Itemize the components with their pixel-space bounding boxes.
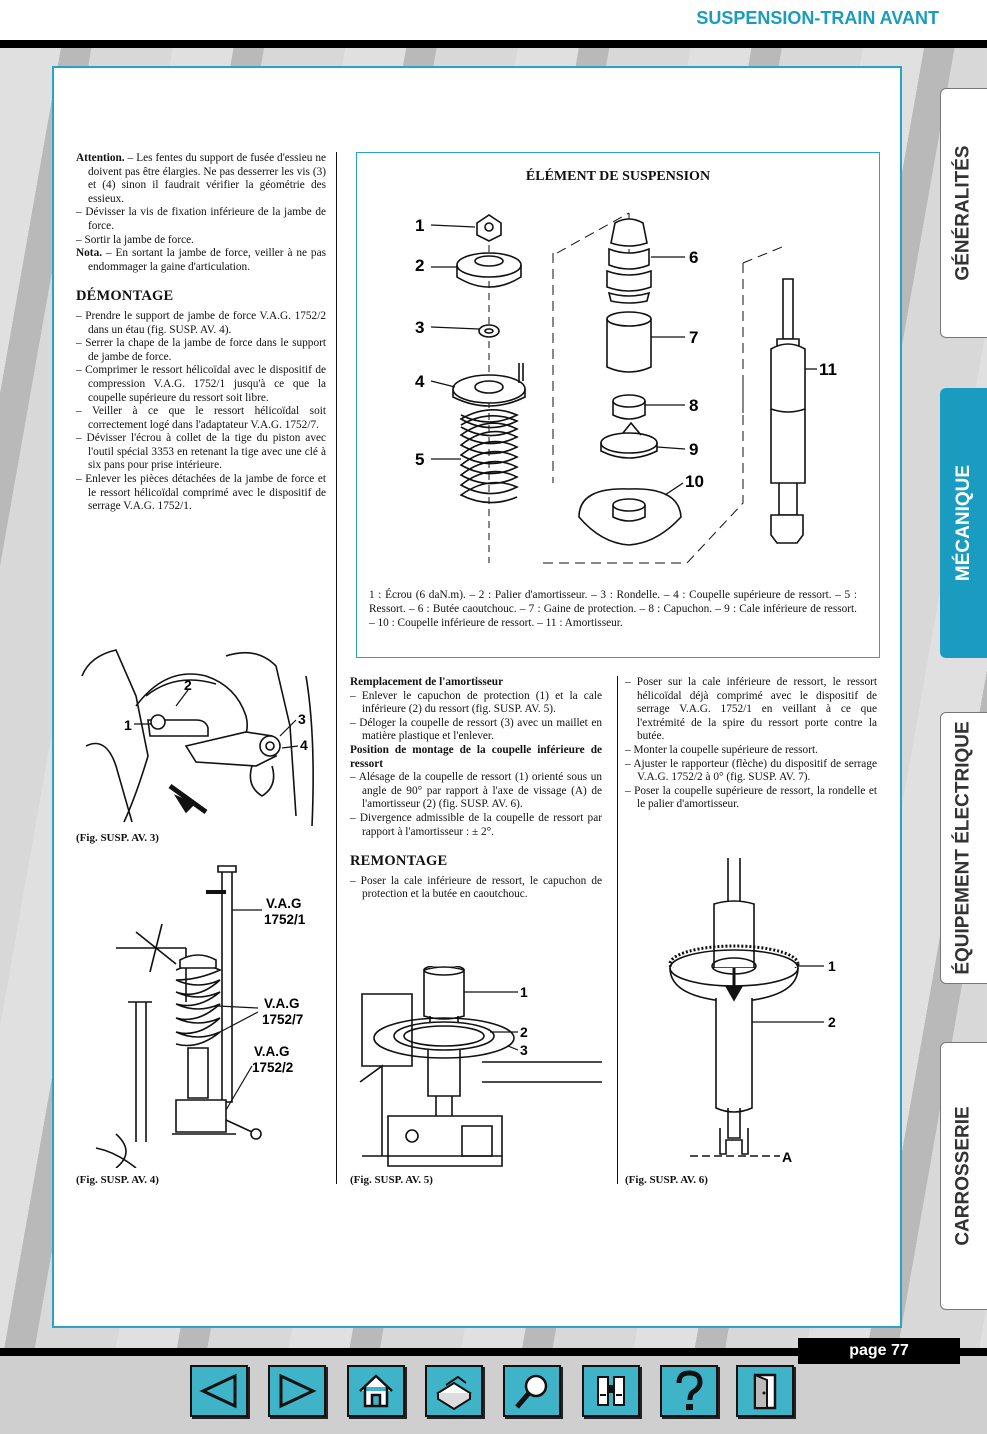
heading-remontage: REMONTAGE — [350, 853, 448, 870]
tab-equipement-electrique[interactable]: ÉQUIPEMENT ÉLECTRIQUE — [940, 712, 987, 984]
fig3-label-4: 4 — [300, 737, 308, 753]
label-3: 3 — [415, 318, 424, 337]
exit-button[interactable] — [736, 1365, 794, 1417]
label-11: 11 — [819, 360, 837, 379]
figure-susp-av-4: V.A.G 1752/1 V.A.G 1752/7 V.A.G 1752/2 — [95, 865, 306, 1168]
fig5-caption: (Fig. SUSP. AV. 5) — [350, 1174, 433, 1186]
previous-button[interactable] — [190, 1365, 248, 1417]
subheading-position: Position de montage de la coupelle infér… — [350, 743, 602, 770]
tab-mecanique[interactable]: MÉCANIQUE — [940, 388, 987, 658]
fig3-caption: (Fig. SUSP. AV. 3) — [76, 832, 159, 844]
heading-demontage: DÉMONTAGE — [76, 288, 174, 305]
tab-generalites[interactable]: GÉNÉRALITÉS — [940, 88, 987, 338]
fig6-label-1: 1 — [828, 958, 836, 974]
binoculars-icon — [597, 1376, 625, 1406]
fig3-label-2: 2 — [184, 677, 192, 693]
label-1: 1 — [415, 216, 424, 235]
header-bar — [0, 40, 987, 48]
home-icon — [359, 1374, 393, 1408]
fig4-label-1752-1: 1752/1 — [264, 912, 306, 927]
label-10: 10 — [685, 472, 704, 491]
fig4-label-vag-7: V.A.G — [264, 996, 300, 1011]
fig3-label-3: 3 — [298, 711, 306, 727]
label-7: 7 — [689, 328, 698, 347]
label-2: 2 — [415, 256, 424, 275]
footer-bar — [0, 1348, 987, 1356]
search-icon — [515, 1374, 548, 1409]
print-button[interactable] — [425, 1365, 483, 1417]
label-4: 4 — [415, 372, 425, 391]
fig5-label-1: 1 — [520, 984, 528, 1000]
page-number: page 77 — [798, 1338, 960, 1364]
find-button[interactable] — [582, 1365, 640, 1417]
fig5-label-2: 2 — [520, 1024, 528, 1040]
fig5-label-3: 3 — [520, 1042, 528, 1058]
column-divider — [336, 152, 337, 1184]
fig4-label-vag-2: V.A.G — [254, 1044, 290, 1059]
fig4-label-1752-7: 1752/7 — [262, 1012, 303, 1027]
header — [0, 0, 987, 40]
label-5: 5 — [415, 450, 424, 469]
fig4-label-1752-2: 1752/2 — [252, 1060, 293, 1075]
figure-susp-av-6: 1 2 A — [668, 858, 836, 1165]
fig6-caption: (Fig. SUSP. AV. 6) — [625, 1174, 708, 1186]
column-divider — [617, 676, 618, 1184]
next-button[interactable] — [268, 1365, 326, 1417]
column-2: Remplacement de l'amortisseur – Enlever … — [350, 676, 602, 901]
fig4-label-vag-1: V.A.G — [266, 896, 302, 911]
section-title: SUSPENSION-TRAIN AVANT — [696, 8, 939, 28]
fig6-label-2: 2 — [828, 1014, 836, 1030]
suspension-exploded-diagram: 1 2 3 4 5 6 7 8 9 10 11 — [415, 212, 837, 564]
suspension-element-figure: ÉLÉMENT DE SUSPENSION — [356, 152, 880, 658]
figure-susp-av-3: 1 2 3 4 — [81, 649, 314, 827]
label-6: 6 — [689, 248, 698, 267]
figure-legend: 1 : Écrou (6 daN.m). – 2 : Palier d'amor… — [369, 589, 857, 629]
label-8: 8 — [689, 396, 698, 415]
next-icon — [279, 1373, 317, 1409]
subheading-remplacement: Remplacement de l'amortisseur — [350, 676, 504, 688]
help-icon — [676, 1370, 703, 1410]
previous-icon — [199, 1373, 237, 1409]
column-3: – Poser sur la cale inférieure de ressor… — [625, 676, 877, 811]
figure-susp-av-5: 1 2 3 — [359, 966, 602, 1167]
figure-title: ÉLÉMENT DE SUSPENSION — [525, 169, 711, 184]
label-9: 9 — [689, 440, 698, 459]
home-button[interactable] — [347, 1365, 405, 1417]
search-button[interactable] — [503, 1365, 561, 1417]
tab-carrosserie[interactable]: CARROSSERIE — [940, 1042, 987, 1310]
help-button[interactable] — [660, 1365, 718, 1417]
column-1: Attention. – Les fentes du support de fu… — [76, 152, 326, 513]
print-icon — [436, 1375, 472, 1411]
fig3-label-1: 1 — [124, 717, 132, 733]
fig4-caption: (Fig. SUSP. AV. 4) — [76, 1174, 159, 1186]
exit-icon — [753, 1373, 777, 1410]
fig6-label-a: A — [782, 1149, 792, 1165]
